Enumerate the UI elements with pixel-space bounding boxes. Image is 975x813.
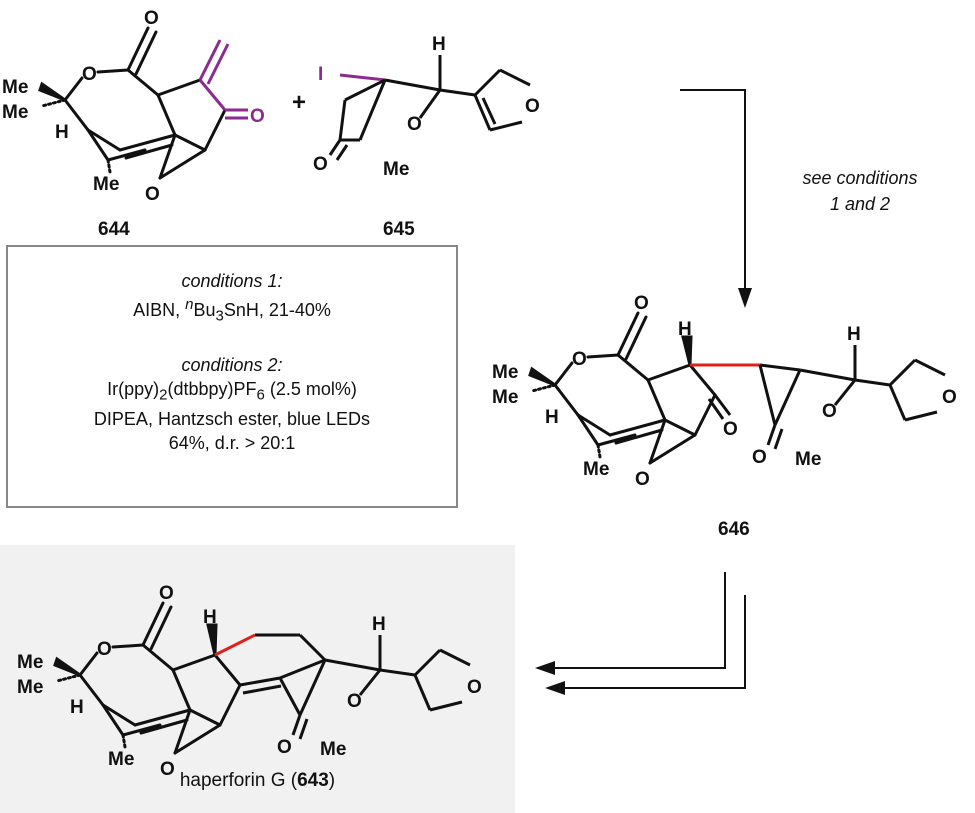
atom-label: Me [383,159,409,180]
compound-id-644: 644 [98,219,130,240]
compound-id-646: 646 [718,519,750,540]
conditions-2-title: conditions 2: [181,354,283,375]
reaction-arrow [680,89,752,308]
conditions-2-catalyst: Ir(ppy)2(dtbbpy)PF6 (2.5 mol%) [107,378,357,404]
atom-label: O [144,8,159,29]
conditions-1-reagents: AIBN, nBu3SnH, 21-40% [133,296,331,325]
atom-label: H [678,319,692,340]
compound-644: O O Me Me H Me O O 644 [2,8,265,240]
plus-sign: + [292,89,306,116]
atom-label: Me [492,387,518,408]
atom-label: Me [2,77,28,98]
atom-label: O [250,106,265,127]
atom-label: O [145,184,160,205]
atom-label: Me [17,652,43,673]
atom-label: O [82,64,97,85]
atom-label: O [277,737,292,758]
atom-label: O [407,114,422,135]
atom-label: O [572,349,587,370]
atom-label: H [372,614,386,635]
atom-label: O [159,583,174,604]
compound-645 [328,55,531,161]
atom-label: O [313,154,328,175]
atom-label: Me [320,739,346,760]
compound-id-645: 645 [383,219,415,240]
atom-label: O [347,691,362,712]
conditions-1-title: conditions 1: [181,271,283,291]
compound-643: O O Me Me H Me O H H O O Me O [17,583,482,780]
atom-label: Me [795,449,821,470]
atom-label: H [70,697,84,718]
atom-label: H [545,407,559,428]
arrow-label: see conditions 1 and 2 [802,168,918,214]
atom-label: Me [93,174,119,195]
atom-label: O [467,677,482,698]
atom-label: H [55,122,69,143]
atom-label: H [432,34,446,55]
atom-label: O [723,419,738,440]
atom-label: Me [17,677,43,698]
atom-label: O [822,401,837,422]
atom-label: O [635,469,650,490]
conditions-box: conditions 1: AIBN, nBu3SnH, 21-40% cond… [6,245,458,508]
atom-label: O [634,293,649,314]
atom-label: Me [108,749,134,770]
atom-label: Me [2,102,28,123]
atom-label: H [203,607,217,628]
atom-label: O [525,96,540,117]
conditions-2-yield: 64%, d.r. > 20:1 [168,433,296,454]
atom-label: Me [492,362,518,383]
atom-label: O [160,759,175,780]
atom-label: O [752,447,767,468]
compound-646: O O Me Me H Me O O H H O O Me O 646 [492,293,957,540]
atom-label: I [318,64,323,85]
two-step-arrow [535,572,746,695]
atom-label: H [847,324,861,345]
product-panel [0,545,515,813]
atom-label: O [97,639,112,660]
conditions-2-reagents: DIPEA, Hantzsch ester, blue LEDs [93,409,371,430]
atom-label: Me [583,459,609,480]
atom-label: O [942,387,957,408]
compound-643-name: haperforin G (643) [179,770,336,791]
